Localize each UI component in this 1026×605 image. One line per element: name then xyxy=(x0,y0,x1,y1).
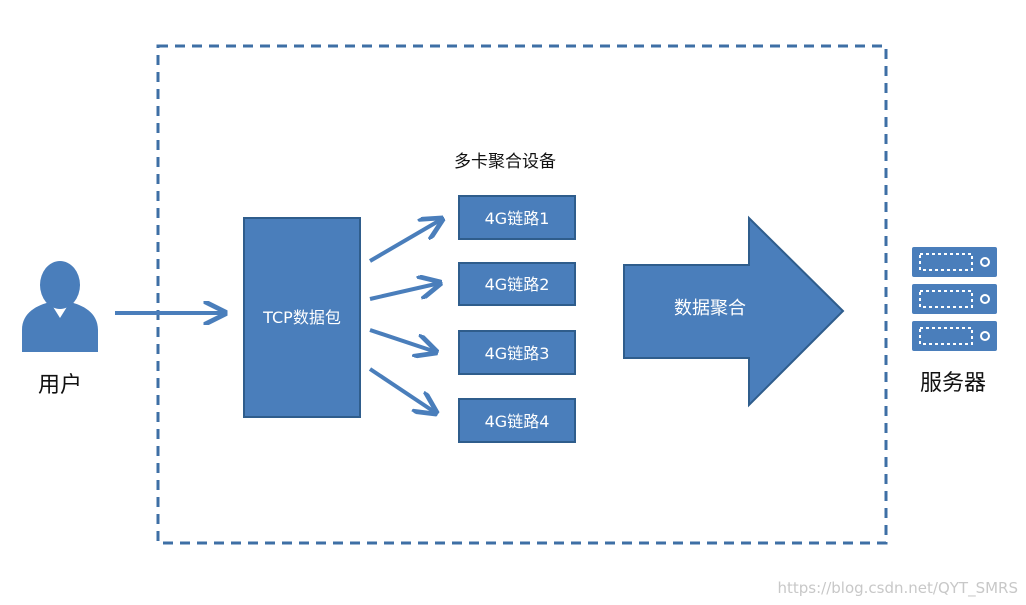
device-boundary xyxy=(156,44,888,545)
tcp-packet-label: TCP数据包 xyxy=(262,308,341,327)
link-label-4: 4G链路4 xyxy=(485,412,550,431)
tcp-to-link3-arrow xyxy=(369,328,436,352)
tcp-to-link1-arrow xyxy=(368,219,442,263)
link-label-2: 4G链路2 xyxy=(485,275,550,294)
server-icon xyxy=(912,247,997,351)
aggregation-label: 数据聚合 xyxy=(674,298,746,319)
watermark: https://blog.csdn.net/QYT_SMRS xyxy=(778,579,1019,598)
device-label: 多卡聚合设备 xyxy=(454,152,556,172)
user-icon xyxy=(22,261,98,352)
tcp-to-link4-arrow xyxy=(368,367,436,413)
tcp-packet-box xyxy=(243,217,361,418)
link-box-4: 4G链路4 xyxy=(458,398,576,443)
link-box-1: 4G链路1 xyxy=(458,195,576,240)
tcp-to-link2-arrow xyxy=(369,283,440,301)
server-label: 服务器 xyxy=(920,371,986,396)
link-box-3: 4G链路3 xyxy=(458,330,576,375)
link-label-3: 4G链路3 xyxy=(485,344,550,363)
link-box-2: 4G链路2 xyxy=(458,262,576,306)
link-label-1: 4G链路1 xyxy=(485,209,550,228)
user-label: 用户 xyxy=(38,373,82,398)
aggregation-arrow xyxy=(623,215,845,408)
